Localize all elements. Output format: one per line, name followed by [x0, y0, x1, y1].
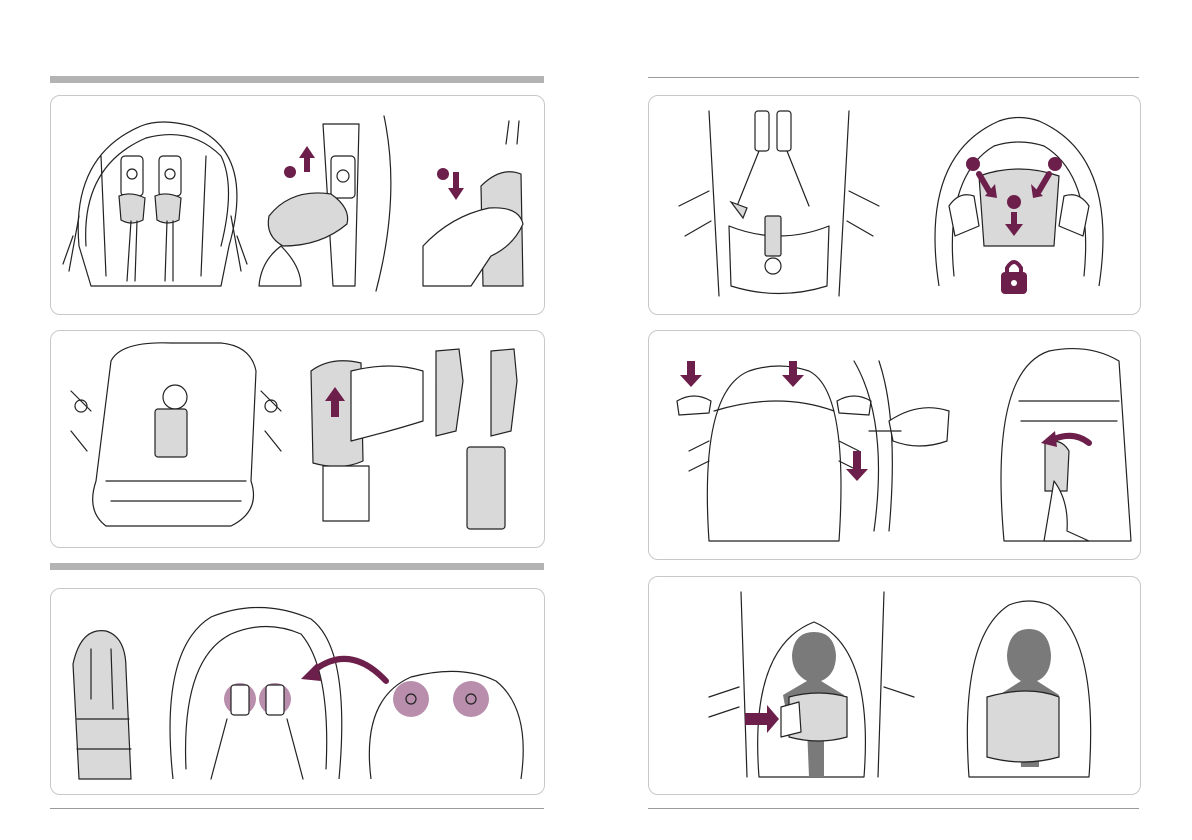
hood-point-right-highlight: [453, 681, 489, 717]
step-dot-icon: [437, 168, 449, 180]
footer-line-right: [648, 808, 1139, 809]
step-panel-shoulder-pads: [50, 95, 545, 315]
arrow-down-icon: [680, 361, 702, 387]
step-panel-footmuff: [50, 588, 545, 795]
step-illustration-child: [649, 577, 1140, 794]
hood-point-left-highlight: [393, 681, 429, 717]
step-dot-icon: [966, 157, 980, 171]
step-illustration-harness: [649, 96, 1140, 314]
section-divider-top-left: [50, 76, 544, 83]
step-dot-icon: [1007, 195, 1021, 209]
step-panel-carrycot: [648, 330, 1141, 560]
section-divider-top-right: [648, 77, 1139, 78]
section-divider-middle-left: [50, 563, 544, 570]
step-illustration-crotch-pad: [51, 331, 544, 547]
step-dot-icon: [284, 166, 296, 178]
step-dot-icon: [1048, 157, 1062, 171]
step-panel-child: [648, 576, 1141, 795]
footer-line-left: [50, 808, 544, 809]
step-panel-harness: [648, 95, 1141, 315]
arrow-up-icon: [299, 146, 315, 172]
step-panel-crotch-pad: [50, 330, 545, 548]
step-illustration-shoulder-pads: [51, 96, 544, 314]
arrow-down-icon: [448, 172, 464, 200]
step-illustration-footmuff: [51, 589, 544, 794]
step-illustration-carrycot: [649, 331, 1140, 559]
